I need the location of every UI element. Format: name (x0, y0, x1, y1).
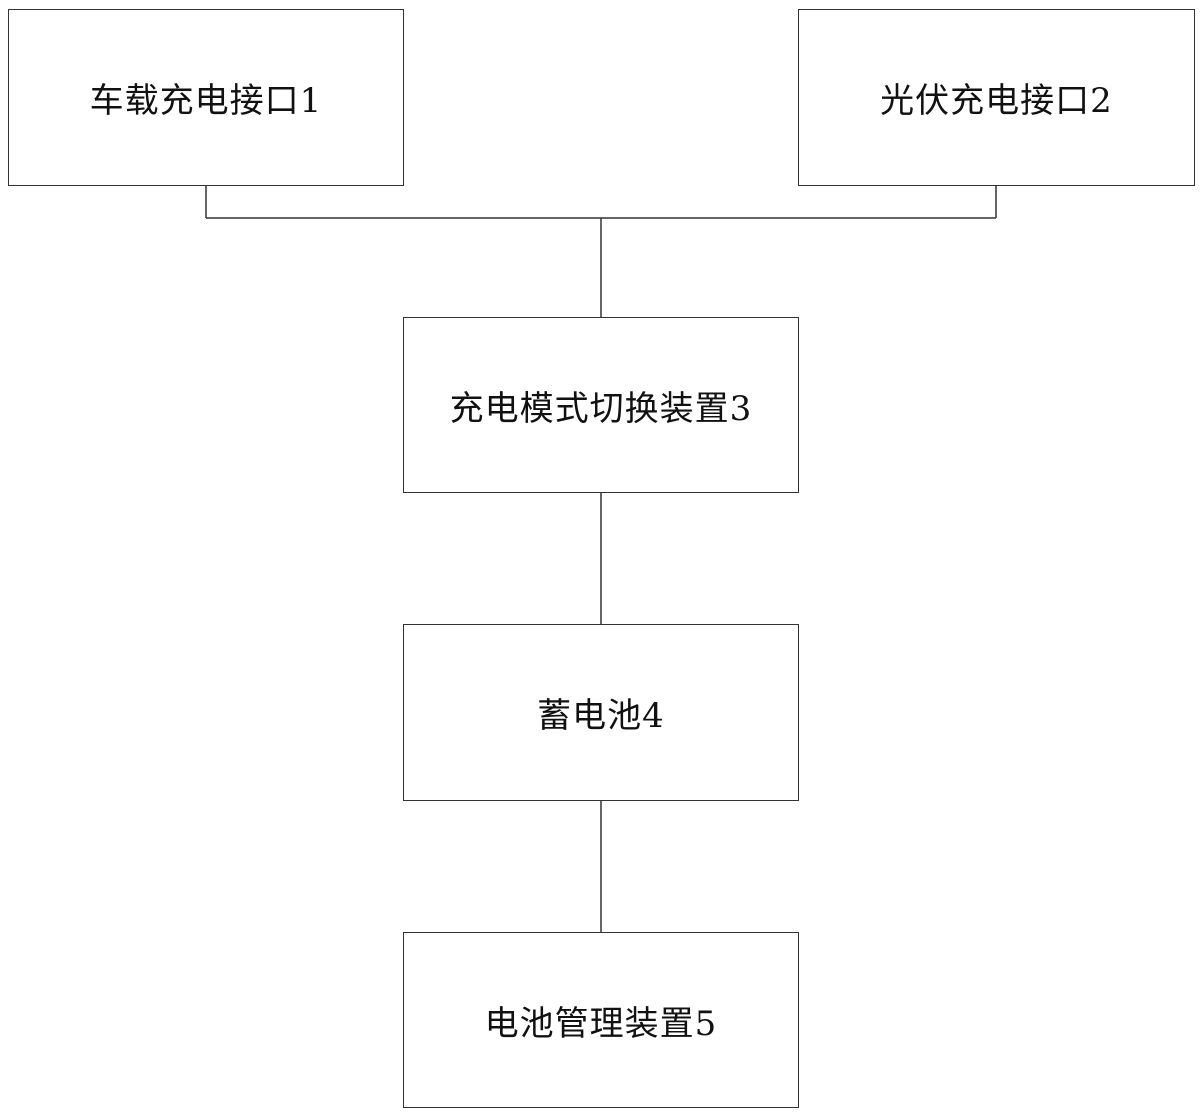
charging-mode-switch-label: 充电模式切换装置3 (449, 388, 753, 429)
vehicle-charging-interface-box: 车载充电接口1 (8, 9, 404, 186)
vehicle-charging-interface-label: 车载充电接口1 (89, 81, 323, 121)
charging-mode-switch-box: 充电模式切换装置3 (403, 317, 799, 493)
battery-management-box: 电池管理装置5 (403, 932, 799, 1108)
photovoltaic-charging-interface-label: 光伏充电接口2 (880, 81, 1113, 121)
photovoltaic-charging-interface-box: 光伏充电接口2 (798, 9, 1195, 186)
battery-management-label: 电池管理装置5 (484, 1003, 718, 1044)
storage-battery-label: 蓄电池4 (537, 696, 665, 736)
storage-battery-box: 蓄电池4 (403, 624, 799, 801)
